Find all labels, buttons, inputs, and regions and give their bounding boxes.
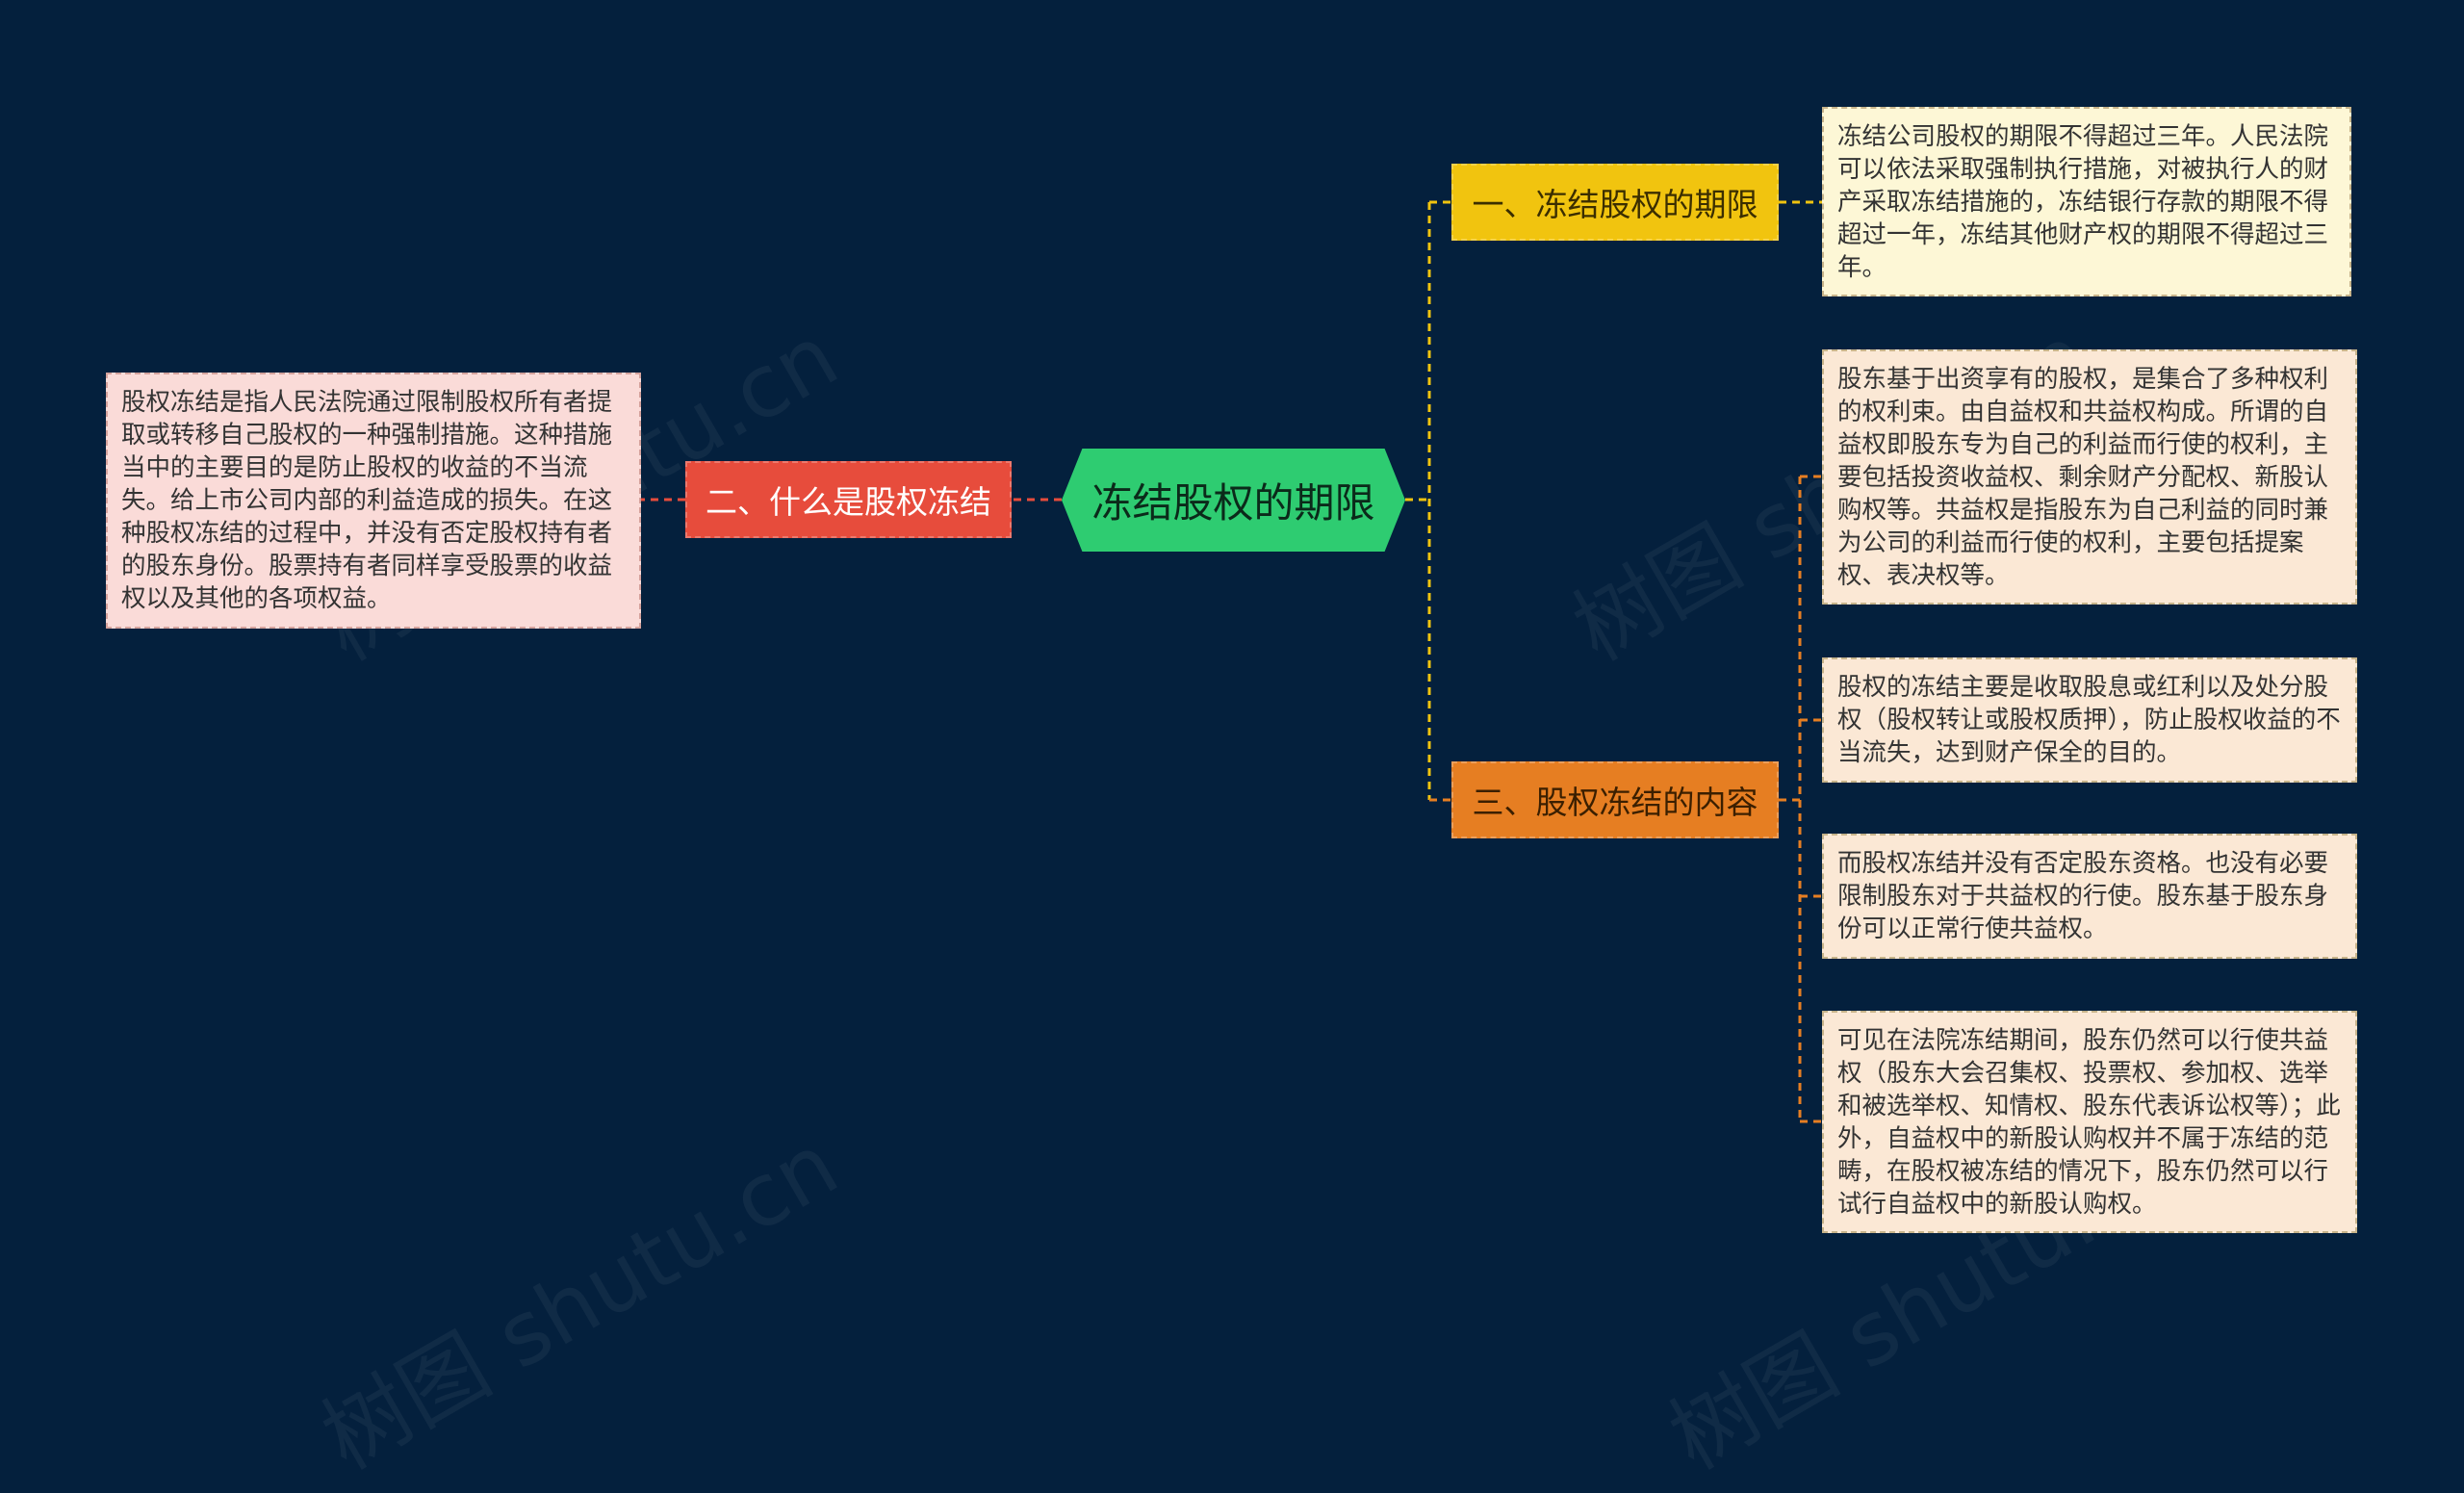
branch-label: 一、冻结股权的期限 [1472,186,1758,223]
leaf-node-5[interactable]: 而股权冻结并没有否定股东资格。也没有必要限制股东对于共益权的行使。股东基于股东身… [1822,834,2357,959]
branch-node-2[interactable]: 二、什么是股权冻结 [685,461,1012,538]
branch-label: 二、什么是股权冻结 [706,483,991,521]
branch-label: 三、股权冻结的内容 [1472,784,1758,821]
leaf-text: 而股权冻结并没有否定股东资格。也没有必要限制股东对于共益权的行使。股东基于股东身… [1837,849,2329,943]
connector-lines [641,200,1822,1123]
leaf-text: 可见在法院冻结期间，股东仍然可以行使共益权（股东大会召集权、投票权、参加权、选举… [1837,1026,2341,1219]
branch-node-3[interactable]: 三、股权冻结的内容 [1451,761,1779,838]
central-topic[interactable]: 冻结股权的期限 [1062,449,1405,552]
central-topic-label: 冻结股权的期限 [1091,479,1375,527]
leaf-node-1[interactable]: 冻结公司股权的期限不得超过三年。人民法院可以依法采取强制执行措施，对被执行人的财… [1822,107,2351,296]
leaf-text: 股权冻结是指人民法院通过限制股权所有者提取或转移自己股权的一种强制措施。这种措施… [121,388,613,613]
leaf-node-6[interactable]: 可见在法院冻结期间，股东仍然可以行使共益权（股东大会召集权、投票权、参加权、选举… [1822,1011,2357,1233]
leaf-node-2[interactable]: 股权冻结是指人民法院通过限制股权所有者提取或转移自己股权的一种强制措施。这种措施… [106,373,641,629]
leaf-text: 冻结公司股权的期限不得超过三年。人民法院可以依法采取强制执行措施，对被执行人的财… [1837,122,2329,282]
leaf-text: 股权的冻结主要是收取股息或红利以及处分股权（股权转让或股权质押），防止股权收益的… [1837,673,2341,767]
branch-node-1[interactable]: 一、冻结股权的期限 [1451,164,1779,241]
leaf-node-4[interactable]: 股权的冻结主要是收取股息或红利以及处分股权（股权转让或股权质押），防止股权收益的… [1822,657,2357,783]
leaf-node-3[interactable]: 股东基于出资享有的股权，是集合了多种权利的权利束。由自益权和共益权构成。所谓的自… [1822,349,2357,605]
leaf-text: 股东基于出资享有的股权，是集合了多种权利的权利束。由自益权和共益权构成。所谓的自… [1837,365,2329,590]
